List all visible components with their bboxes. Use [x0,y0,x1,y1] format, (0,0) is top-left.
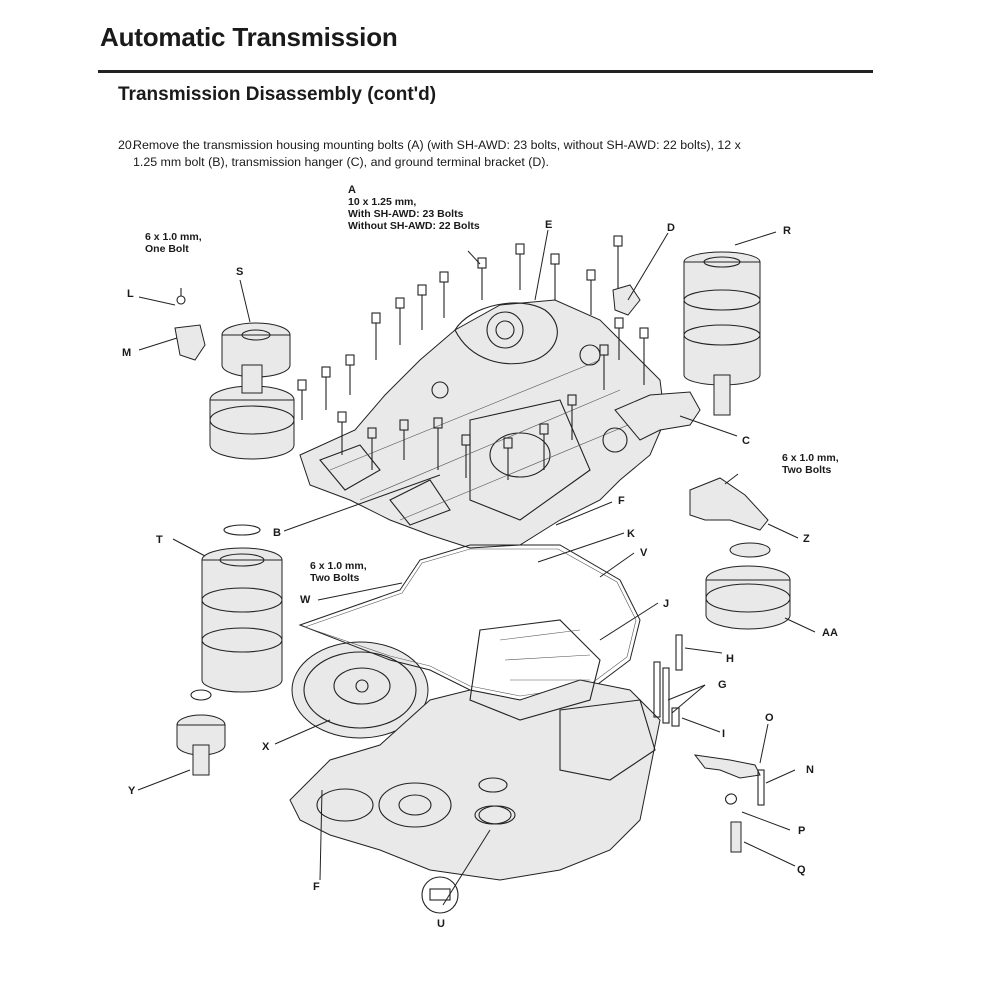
page-title: Automatic Transmission [100,22,398,52]
spec-z-line-1: 6 x 1.0 mm, [782,452,839,464]
callout-l: L [127,288,134,300]
callout-g: G [718,679,727,691]
spec-l-line-1: 6 x 1.0 mm, [145,231,202,243]
transmission-hanger [614,391,701,441]
callout-u: U [437,918,445,930]
callout-w: W [300,594,311,606]
callout-b: B [273,527,281,539]
cover-z [689,477,769,531]
shaft-y [176,689,226,776]
leader-lines [137,229,816,906]
spec-a-line-3: Without SH-AWD: 22 Bolts [348,220,480,232]
callout-i: I [722,728,725,740]
spec-a-line-1: 10 x 1.25 mm, [348,196,416,208]
callout-n: N [806,764,814,776]
callout-s: S [236,266,243,278]
spec-l-line-2: One Bolt [145,243,189,255]
spec-w-line-2: Two Bolts [310,572,360,584]
step-text-line-2: 1.25 mm bolt (B), transmission hanger (C… [133,155,549,169]
callout-j: J [663,598,669,610]
callout-y: Y [128,785,136,797]
callout-e: E [545,219,552,231]
callout-h: H [726,653,734,665]
callout-z: Z [803,533,810,545]
callout-v: V [640,547,648,559]
callout-x: X [262,741,270,753]
transmission-housing [299,299,666,549]
step-text-line-1: Remove the transmission housing mounting… [133,138,741,152]
title-rule [98,70,873,73]
shaft-assembly-r [683,251,761,416]
mounting-bolts [297,235,649,480]
parts-n-o-p-q [693,754,765,853]
callout-r: R [783,225,791,237]
step-number: 20. [118,138,136,152]
callout-aa: AA [822,627,838,639]
callout-t: T [156,534,163,546]
callout-c: C [742,435,750,447]
pins-g-h-i [653,634,683,727]
callout-a: A [348,184,356,196]
callout-p: P [798,825,805,837]
gasket-w [298,544,641,701]
callout-m: M [122,347,131,359]
ground-terminal-bracket [612,284,641,316]
spec-w-line-1: 6 x 1.0 mm, [310,560,367,572]
callout-d: D [667,222,675,234]
callout-o: O [765,712,774,724]
callout-k: K [627,528,635,540]
callout-f-lower: F [313,881,320,893]
callout-letters: A E D R S L M C F B K T Z V W J AA H G O… [122,184,838,930]
lower-case [289,619,661,881]
gear-assembly-aa [705,542,791,630]
ring-gear-x [291,641,429,739]
callout-f-upper: F [618,495,625,507]
parts-l-m-s [174,288,295,460]
callout-q: Q [797,864,806,876]
spec-labels: 10 x 1.25 mm, With SH-AWD: 23 Bolts With… [145,196,839,584]
spec-a-line-2: With SH-AWD: 23 Bolts [348,208,464,220]
section-subtitle: Transmission Disassembly (cont'd) [118,84,437,105]
spec-z-line-2: Two Bolts [782,464,832,476]
clutch-drum-t [201,524,283,693]
